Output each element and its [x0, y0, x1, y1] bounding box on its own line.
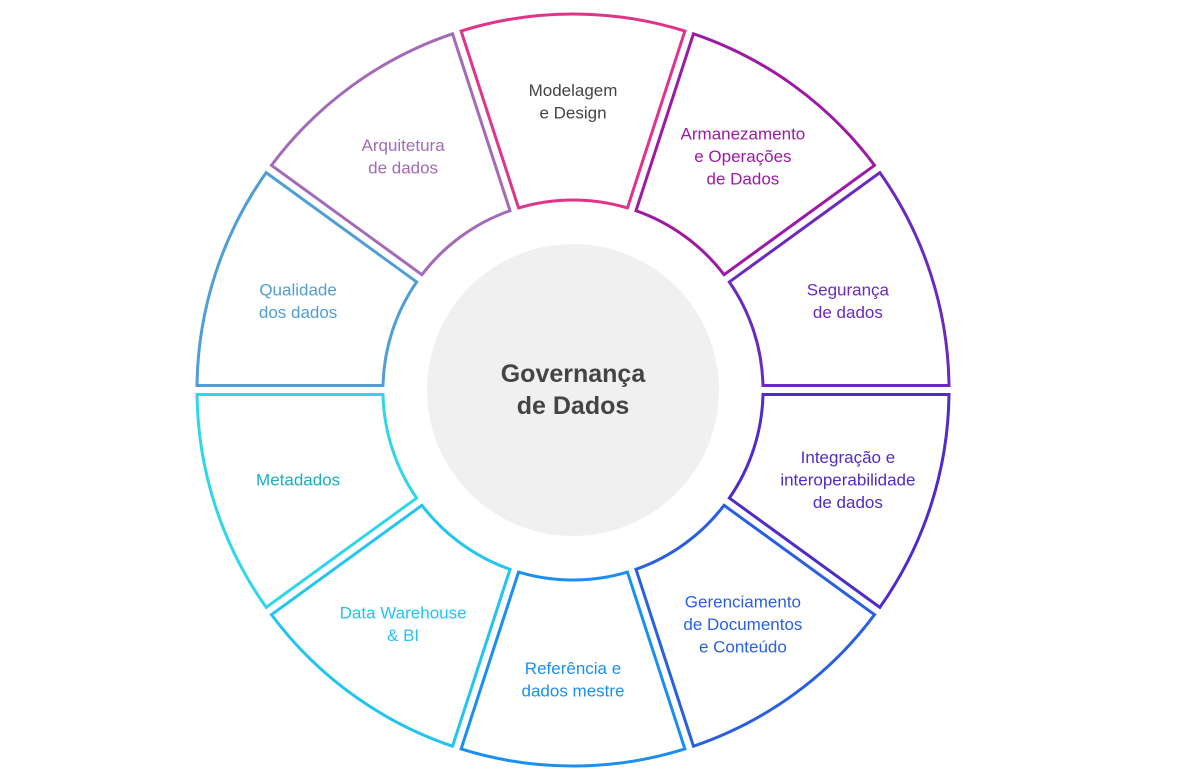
segment-label-arquitetura: Arquitetura de dados — [362, 136, 446, 178]
segment-label-seguranca: Segurança de dados — [807, 280, 890, 322]
segment-arquitetura: Arquitetura de dados — [269, 31, 512, 277]
segment-label-metadados: Metadados — [256, 470, 340, 489]
segment-label-line: dos dados — [259, 303, 337, 322]
segment-label-line: Integração e — [801, 448, 896, 467]
segment-label-armazenamento: Armanezamento e Operações de Dados — [681, 125, 806, 189]
segment-label-line: de Dados — [707, 170, 780, 189]
center-label-line: de Dados — [517, 392, 630, 420]
segment-outline-data-warehouse — [269, 503, 512, 749]
segment-label-line: Arquitetura — [362, 136, 446, 155]
segment-label-line: Referência e — [525, 659, 621, 678]
segment-label-line: & BI — [387, 626, 419, 645]
segment-label-line: de dados — [813, 493, 883, 512]
segment-outline-referencia — [459, 570, 687, 768]
segment-label-line: Segurança — [807, 280, 890, 299]
segment-label-data-warehouse: Data Warehouse & BI — [340, 604, 467, 646]
segment-metadados: Metadados — [195, 393, 419, 610]
segment-label-line: e Design — [539, 103, 606, 122]
segment-label-line: dados mestre — [522, 681, 625, 700]
segment-label-line: Modelagem — [529, 81, 618, 100]
segment-label-line: interoperabilidade — [780, 470, 915, 489]
segment-outline-metadados — [195, 393, 419, 610]
segment-outline-gerenciamento — [634, 503, 877, 749]
segment-seguranca: Segurança de dados — [727, 170, 951, 387]
segment-gerenciamento: Gerenciamento de Documentos e Conteúdo — [634, 503, 877, 749]
center-disc — [427, 244, 719, 536]
segment-qualidade: Qualidade dos dados — [195, 170, 419, 387]
segment-outline-modelagem — [459, 12, 687, 210]
segment-outline-armazenamento — [634, 31, 877, 277]
segment-label-gerenciamento: Gerenciamento de Documentos e Conteúdo — [683, 592, 802, 656]
segment-label-line: de dados — [813, 303, 883, 322]
segment-integracao: Integração e interoperabilidade de dados — [727, 393, 951, 610]
segment-label-modelagem: Modelagem e Design — [529, 81, 618, 123]
segment-outline-integracao — [727, 393, 951, 610]
segment-label-line: Armanezamento — [681, 125, 806, 144]
segment-outline-arquitetura — [269, 31, 512, 277]
segment-armazenamento: Armanezamento e Operações de Dados — [634, 31, 877, 277]
segment-label-referencia: Referência e dados mestre — [522, 659, 625, 701]
segment-outline-seguranca — [727, 170, 951, 387]
segment-label-line: de dados — [368, 158, 438, 177]
center-label-line: Governança — [501, 360, 647, 388]
segment-label-line: Gerenciamento — [685, 592, 801, 611]
segment-label-qualidade: Qualidade dos dados — [259, 280, 337, 322]
segment-label-line: de Documentos — [683, 615, 802, 634]
center-label: Governança de Dados — [501, 360, 647, 420]
segment-label-line: e Conteúdo — [699, 637, 787, 656]
segment-data-warehouse: Data Warehouse & BI — [269, 503, 512, 749]
segment-label-line: Data Warehouse — [340, 604, 467, 623]
segment-outline-qualidade — [195, 170, 419, 387]
segment-label-line: Qualidade — [259, 280, 337, 299]
segment-label-integracao: Integração e interoperabilidade de dados — [780, 448, 915, 512]
segment-label-line: Metadados — [256, 470, 340, 489]
segment-label-line: e Operações — [694, 147, 791, 166]
segment-referencia: Referência e dados mestre — [459, 570, 687, 768]
segment-modelagem: Modelagem e Design — [459, 12, 687, 210]
